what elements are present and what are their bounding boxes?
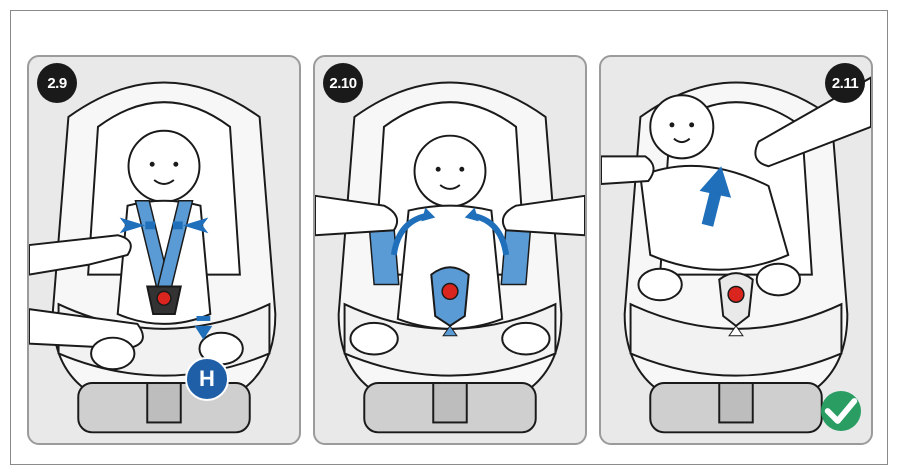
step-panel-2-10: 2.10 (313, 55, 587, 445)
buckle-button (442, 284, 458, 300)
baby-head (650, 95, 713, 158)
height-adjust-badge: H (185, 357, 229, 401)
baby-head (415, 136, 486, 207)
baby-head (129, 131, 200, 202)
instruction-frame: 2.9 H (10, 10, 888, 465)
buckle-button (728, 286, 744, 302)
step-number-badge: 2.9 (37, 63, 77, 103)
step-2-9-illustration (29, 57, 299, 443)
step-panel-2-9: 2.9 H (27, 55, 301, 445)
step-number-badge: 2.10 (323, 63, 363, 103)
step-2-11-illustration (601, 57, 871, 443)
step-2-10-illustration (315, 57, 585, 443)
checkmark-icon (821, 391, 861, 431)
step-panel-2-11: 2.11 (599, 55, 873, 445)
step-number-badge: 2.11 (825, 63, 865, 103)
adult-hand-left (601, 156, 654, 184)
buckle-button (157, 291, 171, 305)
